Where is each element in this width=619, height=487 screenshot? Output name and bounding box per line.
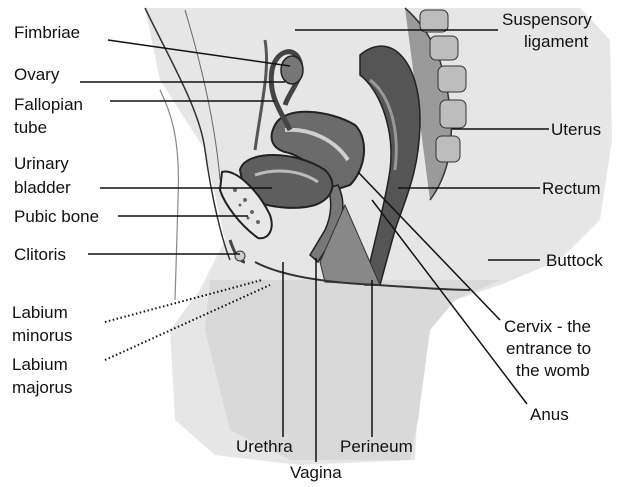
label-labium-majorus-2: majorus [12,378,72,397]
label-perineum: Perineum [340,437,413,456]
label-fimbriae: Fimbriae [14,23,80,42]
label-vagina: Vagina [290,463,342,482]
label-suspensory-1: Suspensory [502,10,592,29]
label-cervix-3: the womb [516,361,590,380]
label-buttock: Buttock [546,251,603,270]
thigh-shading [205,280,500,460]
label-ovary: Ovary [14,65,60,84]
label-labium-minorus-2: minorus [12,326,72,345]
pelvis-illustration [145,8,612,465]
label-labium-majorus-1: Labium [12,355,68,374]
abdomen-inner-line-2 [160,90,178,300]
label-pubic-bone: Pubic bone [14,207,99,226]
label-labium-minorus-1: Labium [12,303,68,322]
label-anus: Anus [530,405,569,424]
label-urinary-1: Urinary [14,154,69,173]
label-urethra: Urethra [236,437,293,456]
label-cervix-2: entrance to [506,339,591,358]
label-fallopian-2: tube [14,118,47,137]
label-fallopian-1: Fallopian [14,95,83,114]
label-rectum: Rectum [542,179,601,198]
label-suspensory-2: ligament [524,32,589,51]
label-cervix-1: Cervix - the [504,317,591,336]
label-uterus: Uterus [551,120,601,139]
ovary-shape [281,56,303,84]
label-urinary-2: bladder [14,178,71,197]
label-clitoris: Clitoris [14,245,66,264]
